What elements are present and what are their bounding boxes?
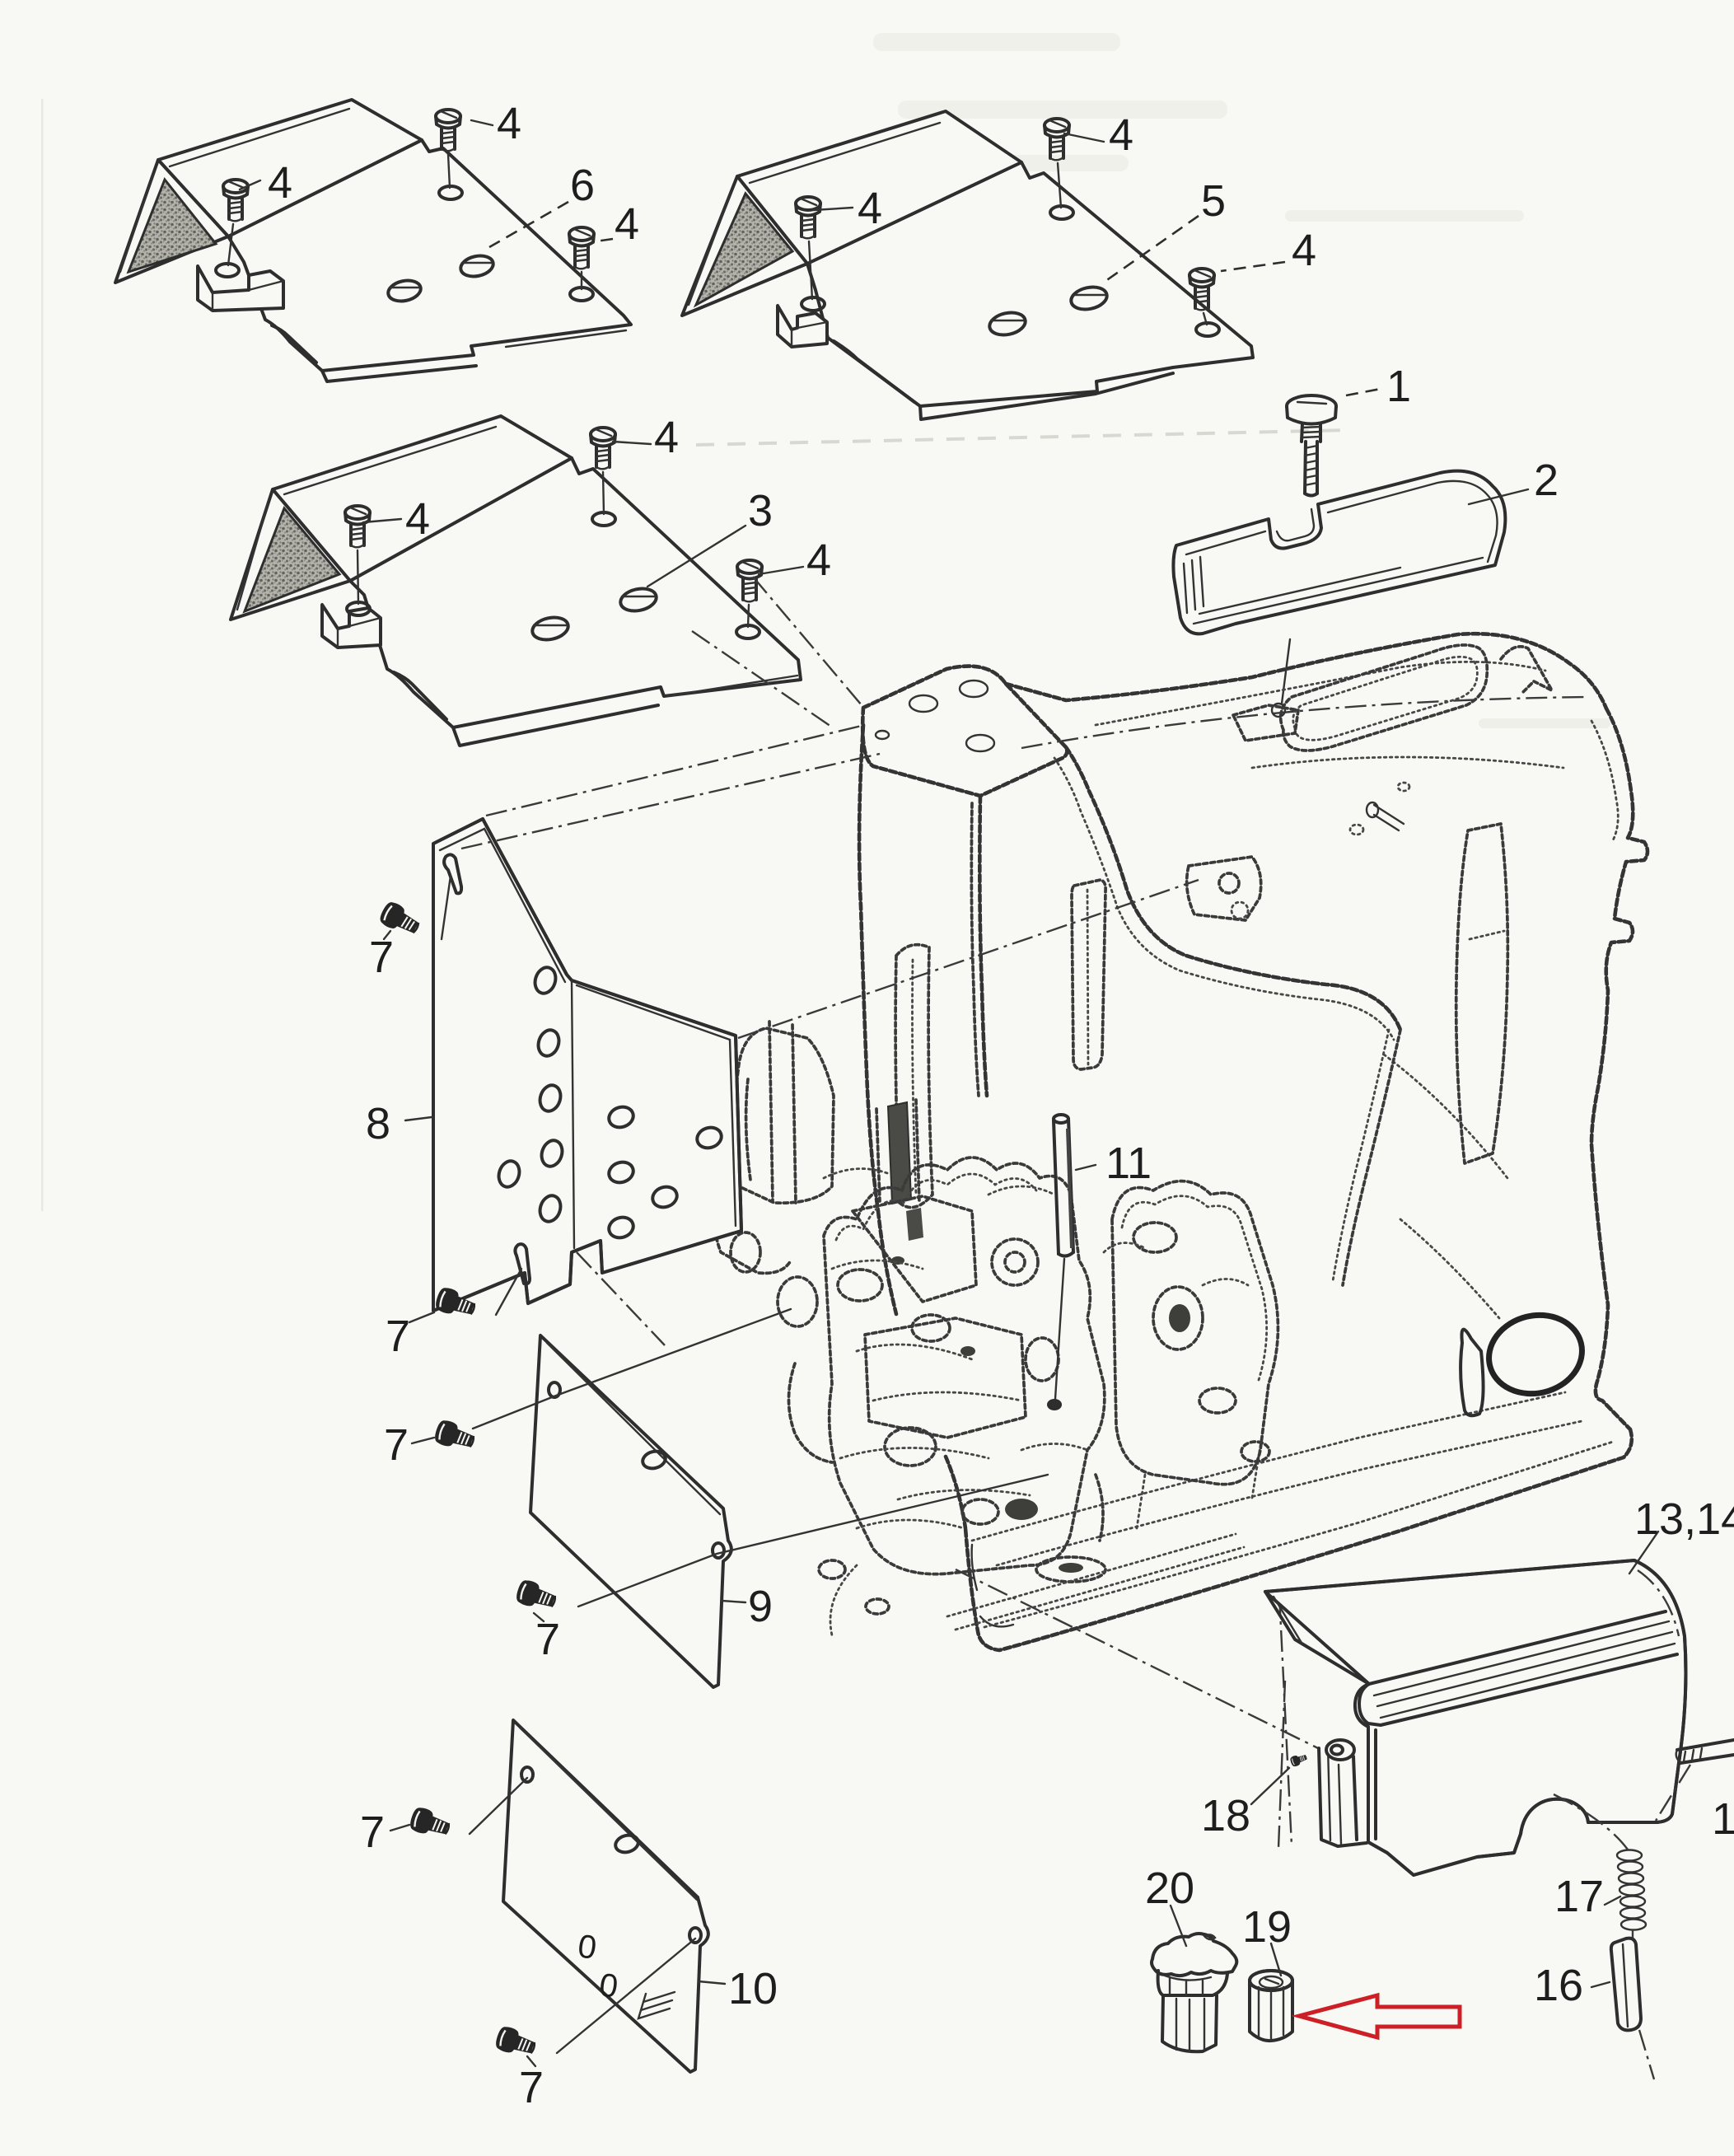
svg-text:20: 20 bbox=[1145, 1864, 1194, 1913]
svg-text:2: 2 bbox=[1534, 456, 1559, 505]
svg-text:11: 11 bbox=[1105, 1139, 1152, 1188]
svg-text:4: 4 bbox=[268, 158, 292, 208]
svg-text:9: 9 bbox=[748, 1582, 773, 1631]
svg-text:4: 4 bbox=[1109, 110, 1133, 160]
svg-text:8: 8 bbox=[366, 1099, 390, 1148]
svg-text:17: 17 bbox=[1554, 1872, 1604, 1921]
svg-text:7: 7 bbox=[369, 933, 394, 982]
svg-text:7: 7 bbox=[384, 1420, 409, 1470]
svg-text:7: 7 bbox=[386, 1312, 410, 1361]
svg-text:4: 4 bbox=[405, 494, 430, 544]
svg-text:4: 4 bbox=[615, 199, 639, 249]
svg-text:16: 16 bbox=[1534, 1961, 1583, 2010]
svg-text:5: 5 bbox=[1201, 176, 1226, 226]
svg-text:4: 4 bbox=[1292, 226, 1316, 275]
svg-text:4: 4 bbox=[858, 184, 882, 233]
svg-text:13,14: 13,14 bbox=[1634, 1494, 1734, 1544]
svg-text:1: 1 bbox=[1386, 362, 1411, 411]
svg-text:7: 7 bbox=[360, 1808, 385, 1857]
svg-text:7: 7 bbox=[535, 1615, 560, 1664]
svg-text:18: 18 bbox=[1201, 1791, 1250, 1840]
svg-text:19: 19 bbox=[1242, 1902, 1292, 1952]
svg-text:10: 10 bbox=[728, 1964, 778, 2013]
svg-text:4: 4 bbox=[497, 99, 521, 148]
svg-text:4: 4 bbox=[654, 413, 679, 462]
svg-text:6: 6 bbox=[570, 161, 595, 210]
svg-text:4: 4 bbox=[806, 535, 831, 585]
svg-text:3: 3 bbox=[748, 486, 773, 535]
svg-text:7: 7 bbox=[519, 2063, 544, 2112]
svg-text:1: 1 bbox=[1712, 1794, 1734, 1844]
